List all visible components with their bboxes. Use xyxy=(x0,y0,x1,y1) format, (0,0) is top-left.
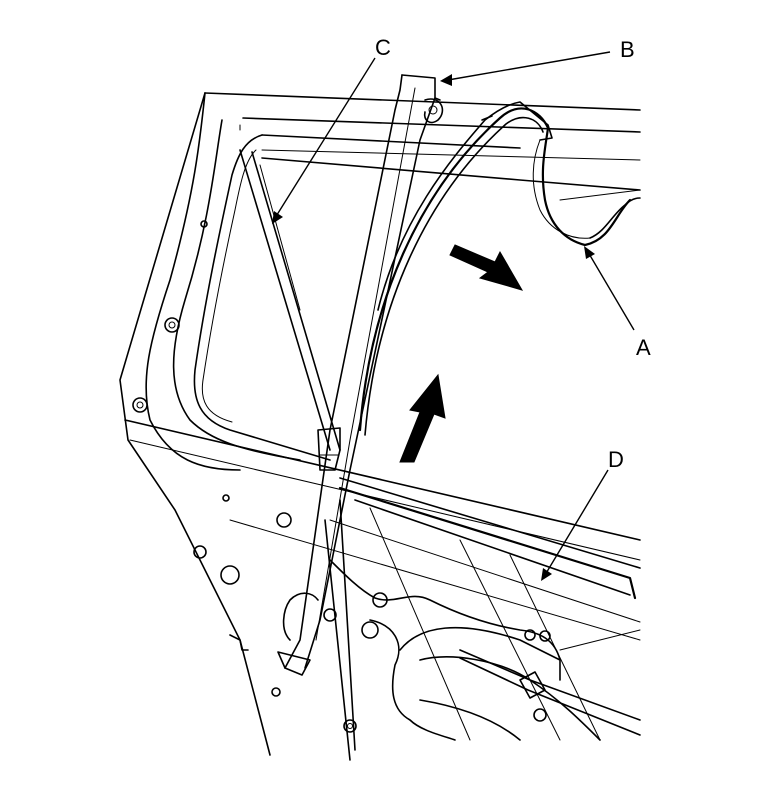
window-glass xyxy=(358,101,641,436)
callout-label-b: B xyxy=(620,37,635,62)
glass-run-channel xyxy=(239,149,341,451)
direction-arrows xyxy=(399,244,524,463)
leader-arrowhead-a xyxy=(584,246,595,259)
callout-label-d: D xyxy=(608,447,624,472)
callout-label-a: A xyxy=(636,335,651,360)
belt-molding xyxy=(124,419,641,641)
arrow-outward-icon xyxy=(449,244,524,291)
leader-arrowhead-d xyxy=(541,568,552,581)
inner-panel xyxy=(220,499,641,761)
rear-channel xyxy=(277,74,444,676)
callout-label-c: C xyxy=(375,35,391,60)
leader-arrowhead-c xyxy=(272,211,283,224)
door-frame xyxy=(119,92,641,756)
leader-arrowhead-b xyxy=(440,74,452,86)
callout-leaders xyxy=(272,51,635,581)
arrow-up-icon xyxy=(399,373,446,463)
